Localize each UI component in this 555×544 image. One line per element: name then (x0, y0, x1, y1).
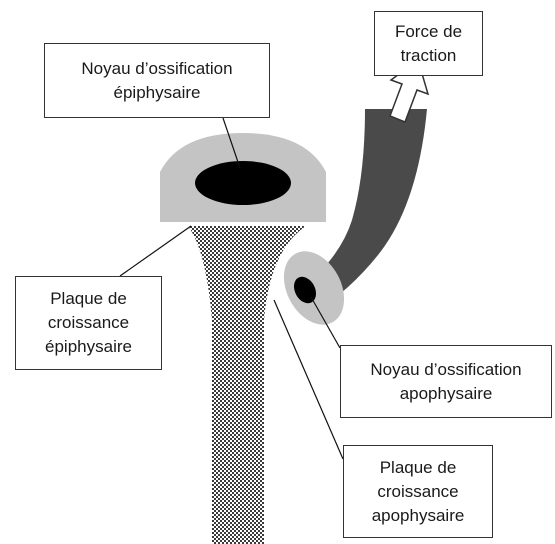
label-plaque-apophysaire: Plaque de croissance apophysaire (343, 445, 493, 538)
label-plaque-epiphysaire-line3: épiphysaire (45, 335, 132, 359)
label-noyau-apophysaire: Noyau d’ossification apophysaire (340, 345, 552, 418)
label-plaque-epiphysaire-line1: Plaque de (50, 287, 127, 311)
label-noyau-apophysaire-line2: apophysaire (400, 382, 493, 406)
label-force-traction-line2: traction (401, 44, 457, 68)
epiphyseal-ossification-nucleus (195, 161, 291, 205)
label-plaque-epiphysaire-line2: croissance (48, 311, 129, 335)
label-noyau-epiphysaire: Noyau d’ossification épiphysaire (44, 43, 270, 118)
label-force-traction-line1: Force de (395, 20, 462, 44)
label-plaque-apophysaire-line3: apophysaire (372, 504, 465, 528)
label-plaque-epiphysaire: Plaque de croissance épiphysaire (15, 276, 162, 370)
label-plaque-apophysaire-line1: Plaque de (380, 456, 457, 480)
label-noyau-apophysaire-line1: Noyau d’ossification (370, 358, 521, 382)
leader-plaque-epiphysaire (120, 226, 191, 276)
label-force-traction: Force de traction (374, 11, 483, 76)
label-plaque-apophysaire-line2: croissance (377, 480, 458, 504)
label-noyau-epiphysaire-line2: épiphysaire (114, 81, 201, 105)
label-noyau-epiphysaire-line1: Noyau d’ossification (81, 57, 232, 81)
leader-plaque-apophysaire (274, 300, 343, 459)
